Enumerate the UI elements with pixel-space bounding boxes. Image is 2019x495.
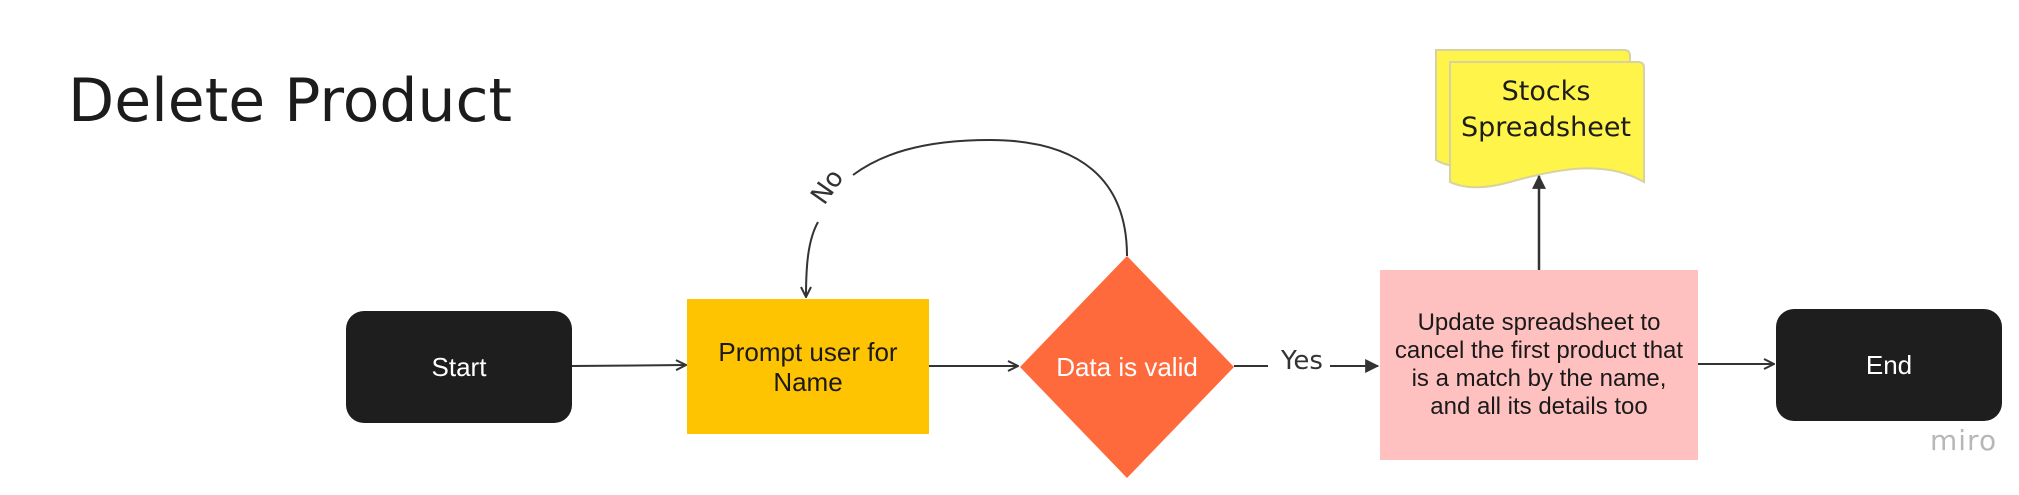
document-label: Stocks Spreadsheet [1460,76,1632,143]
yes-label: Yes [1279,346,1325,376]
page-title: Delete Product [68,66,513,136]
decision-label: Data is valid [1056,352,1198,382]
end-node[interactable]: End [1776,309,2002,421]
document-shape[interactable] [1435,49,1645,189]
edge-decision-no[interactable] [806,138,1128,297]
start-node[interactable]: Start [346,311,572,423]
update-node[interactable]: Update spreadsheet to cancel the first p… [1380,270,1698,460]
prompt-node[interactable]: Prompt user for Name [687,299,929,434]
decision-diamond[interactable] [1020,256,1234,478]
miro-logo: miro [1930,424,1998,457]
edge-start-to-prompt[interactable] [571,365,686,366]
